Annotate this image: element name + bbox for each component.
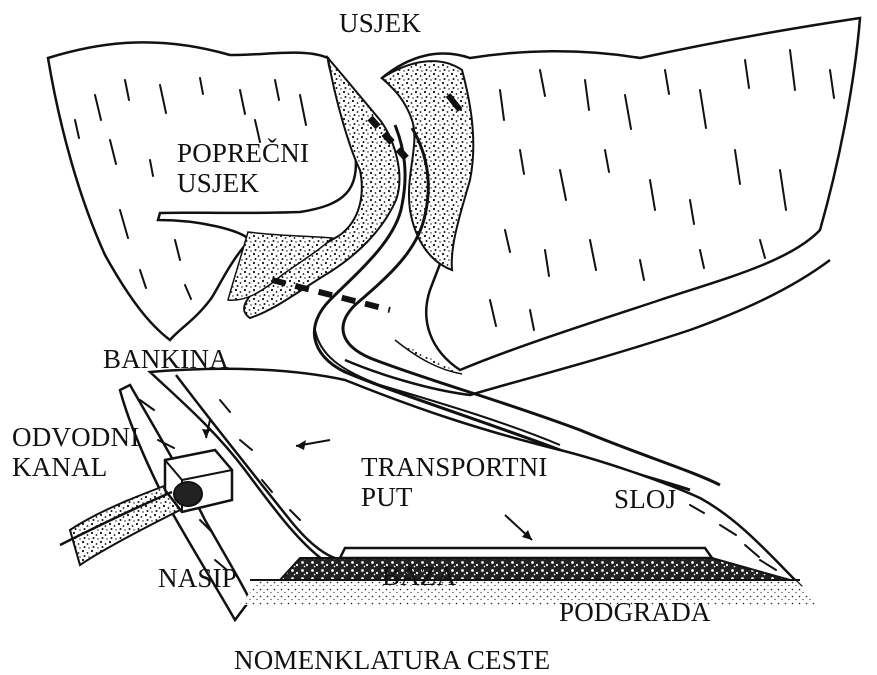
diagram-caption: NOMENKLATURA CESTE <box>234 645 550 675</box>
label-odvodni-line2: KANAL <box>12 452 139 482</box>
label-bankina-text: BANKINA <box>103 344 229 374</box>
label-poprecni-usjek: POPREČNI USJEK <box>177 138 309 198</box>
label-odvodni-kanal: ODVODNI KANAL <box>12 422 139 482</box>
diagram-caption-text: NOMENKLATURA CESTE <box>234 645 550 675</box>
right-hill <box>382 18 860 370</box>
label-nasip-text: NASIP <box>158 563 237 593</box>
label-transport-line2: PUT <box>361 482 548 512</box>
label-podgrada-text: PODGRADA <box>559 597 711 627</box>
label-nasip: NASIP <box>158 563 237 593</box>
label-sloj: SLOJ <box>614 484 676 514</box>
label-poprecni-line1: POPREČNI <box>177 138 309 168</box>
label-baza: BAZA <box>382 561 456 591</box>
label-baza-text: BAZA <box>382 561 456 591</box>
label-odvodni-line1: ODVODNI <box>12 422 139 452</box>
label-transport-line1: TRANSPORTNI <box>361 452 548 482</box>
label-podgrada: PODGRADA <box>559 597 711 627</box>
label-poprecni-line2: USJEK <box>177 168 309 198</box>
label-bankina: BANKINA <box>103 344 229 374</box>
label-usjek-text: USJEK <box>339 8 421 38</box>
label-usjek: USJEK <box>339 8 421 38</box>
label-transportni-put: TRANSPORTNI PUT <box>361 452 548 512</box>
label-sloj-text: SLOJ <box>614 484 676 514</box>
